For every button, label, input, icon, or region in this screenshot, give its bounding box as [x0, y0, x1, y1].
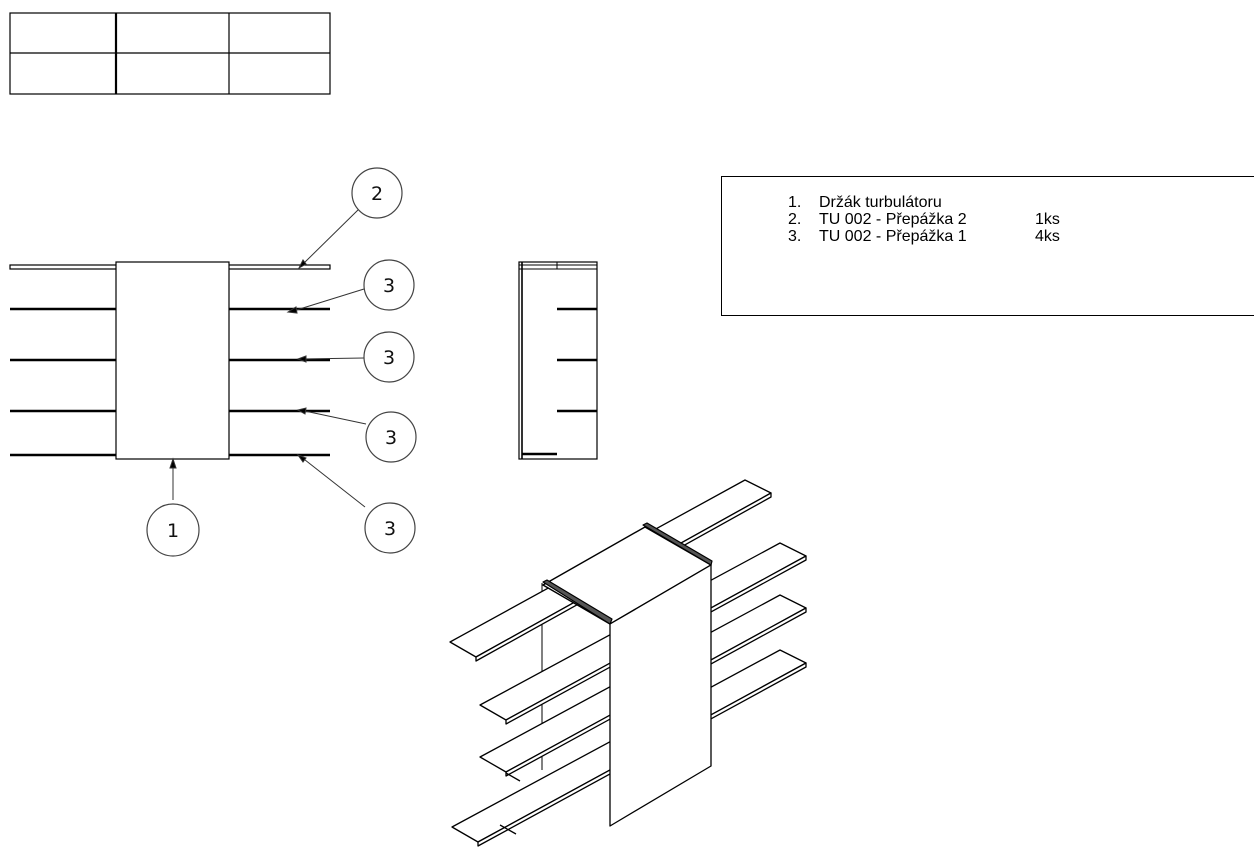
- svg-text:3: 3: [385, 427, 397, 449]
- svg-text:2: 2: [371, 183, 383, 205]
- leader-lines: [169, 207, 367, 508]
- svg-text:3: 3: [383, 347, 395, 369]
- callout-bubble-2: 2: [351, 167, 403, 219]
- callout-bubble-3: 3: [363, 331, 415, 383]
- title-block: [9, 12, 331, 95]
- svg-text:3: 3: [383, 275, 395, 297]
- front-view: [9, 261, 331, 460]
- part-name: TU 002 - Přepážka 2: [819, 211, 967, 228]
- svg-text:3: 3: [384, 518, 396, 540]
- part-name: TU 002 - Přepážka 1: [819, 228, 967, 245]
- callout-bubble-3: 3: [365, 411, 417, 463]
- callout-bubble-3: 3: [364, 502, 416, 554]
- holder-body: [115, 261, 230, 460]
- part-name: Držák turbulátoru: [819, 194, 942, 211]
- svg-text:1: 1: [167, 520, 179, 542]
- list-item: 1. Držák turbulátoru: [788, 194, 1060, 211]
- part-number: 2.: [788, 211, 802, 228]
- part-number: 1.: [788, 194, 802, 211]
- holder-box: [542, 526, 712, 827]
- list-item: 2. TU 002 - Přepážka 2 1ks: [788, 211, 1060, 228]
- list-item: 3. TU 002 - Přepážka 1 4ks: [788, 228, 1060, 245]
- part-quantity: 1ks: [1035, 211, 1060, 228]
- side-view: [518, 261, 598, 460]
- top-separator: [542, 522, 713, 625]
- callout-bubble-3: 3: [363, 259, 415, 311]
- callout-bubble-1: 1: [146, 503, 200, 557]
- part-number: 3.: [788, 228, 802, 245]
- parts-list-box: 1. Držák turbulátoru 2. TU 002 - Přepážk…: [721, 176, 1254, 316]
- isometric-view: [449, 479, 807, 847]
- part-quantity: 4ks: [1035, 228, 1060, 245]
- parts-list: 1. Držák turbulátoru 2. TU 002 - Přepážk…: [788, 194, 1060, 245]
